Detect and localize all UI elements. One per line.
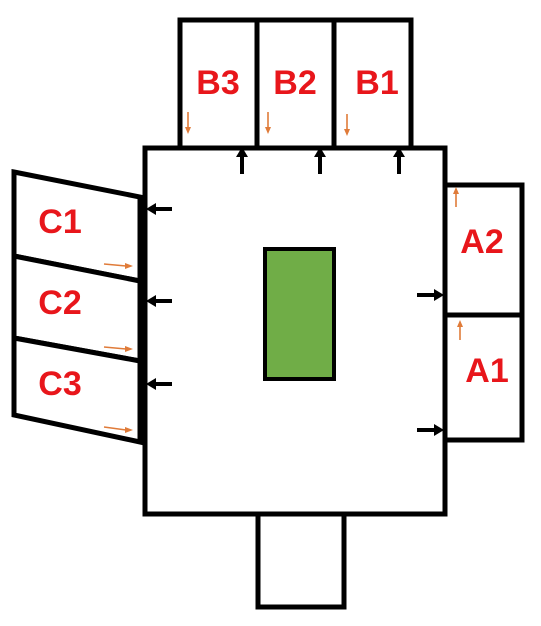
- arrow-right-a1: [417, 424, 444, 436]
- room-a1: [442, 312, 525, 443]
- arrow-right-a2: [417, 289, 444, 301]
- room-b2: [254, 17, 337, 151]
- small-arrow-c1: [103, 263, 133, 269]
- arrow-up-b1: [393, 147, 405, 174]
- arrow-up-b2: [314, 147, 326, 174]
- label-b1: B1: [355, 64, 398, 102]
- room-c3: [11, 335, 143, 446]
- label-c1: C1: [38, 203, 81, 241]
- arrow-up-b3: [236, 147, 248, 174]
- bottom-entrance: [255, 511, 347, 610]
- label-b2: B2: [273, 64, 316, 102]
- label-c2: C2: [38, 284, 81, 322]
- small-arrow-c2: [103, 346, 133, 352]
- label-b3: B3: [196, 64, 239, 102]
- arrow-left-c2: [146, 295, 172, 307]
- small-arrow-b1: [344, 114, 350, 136]
- small-arrow-a1: [457, 320, 463, 340]
- small-arrow-c3: [103, 426, 133, 433]
- small-arrow-b3: [185, 112, 191, 134]
- label-a1: A1: [465, 352, 508, 390]
- arrow-left-c3: [146, 378, 172, 390]
- label-c3: C3: [38, 365, 81, 403]
- arrow-left-c1: [146, 203, 172, 215]
- label-a2: A2: [460, 223, 503, 261]
- small-arrow-b2: [265, 112, 271, 134]
- room-b3: [177, 17, 260, 151]
- center-block: [263, 247, 336, 381]
- small-arrow-a2: [453, 187, 459, 207]
